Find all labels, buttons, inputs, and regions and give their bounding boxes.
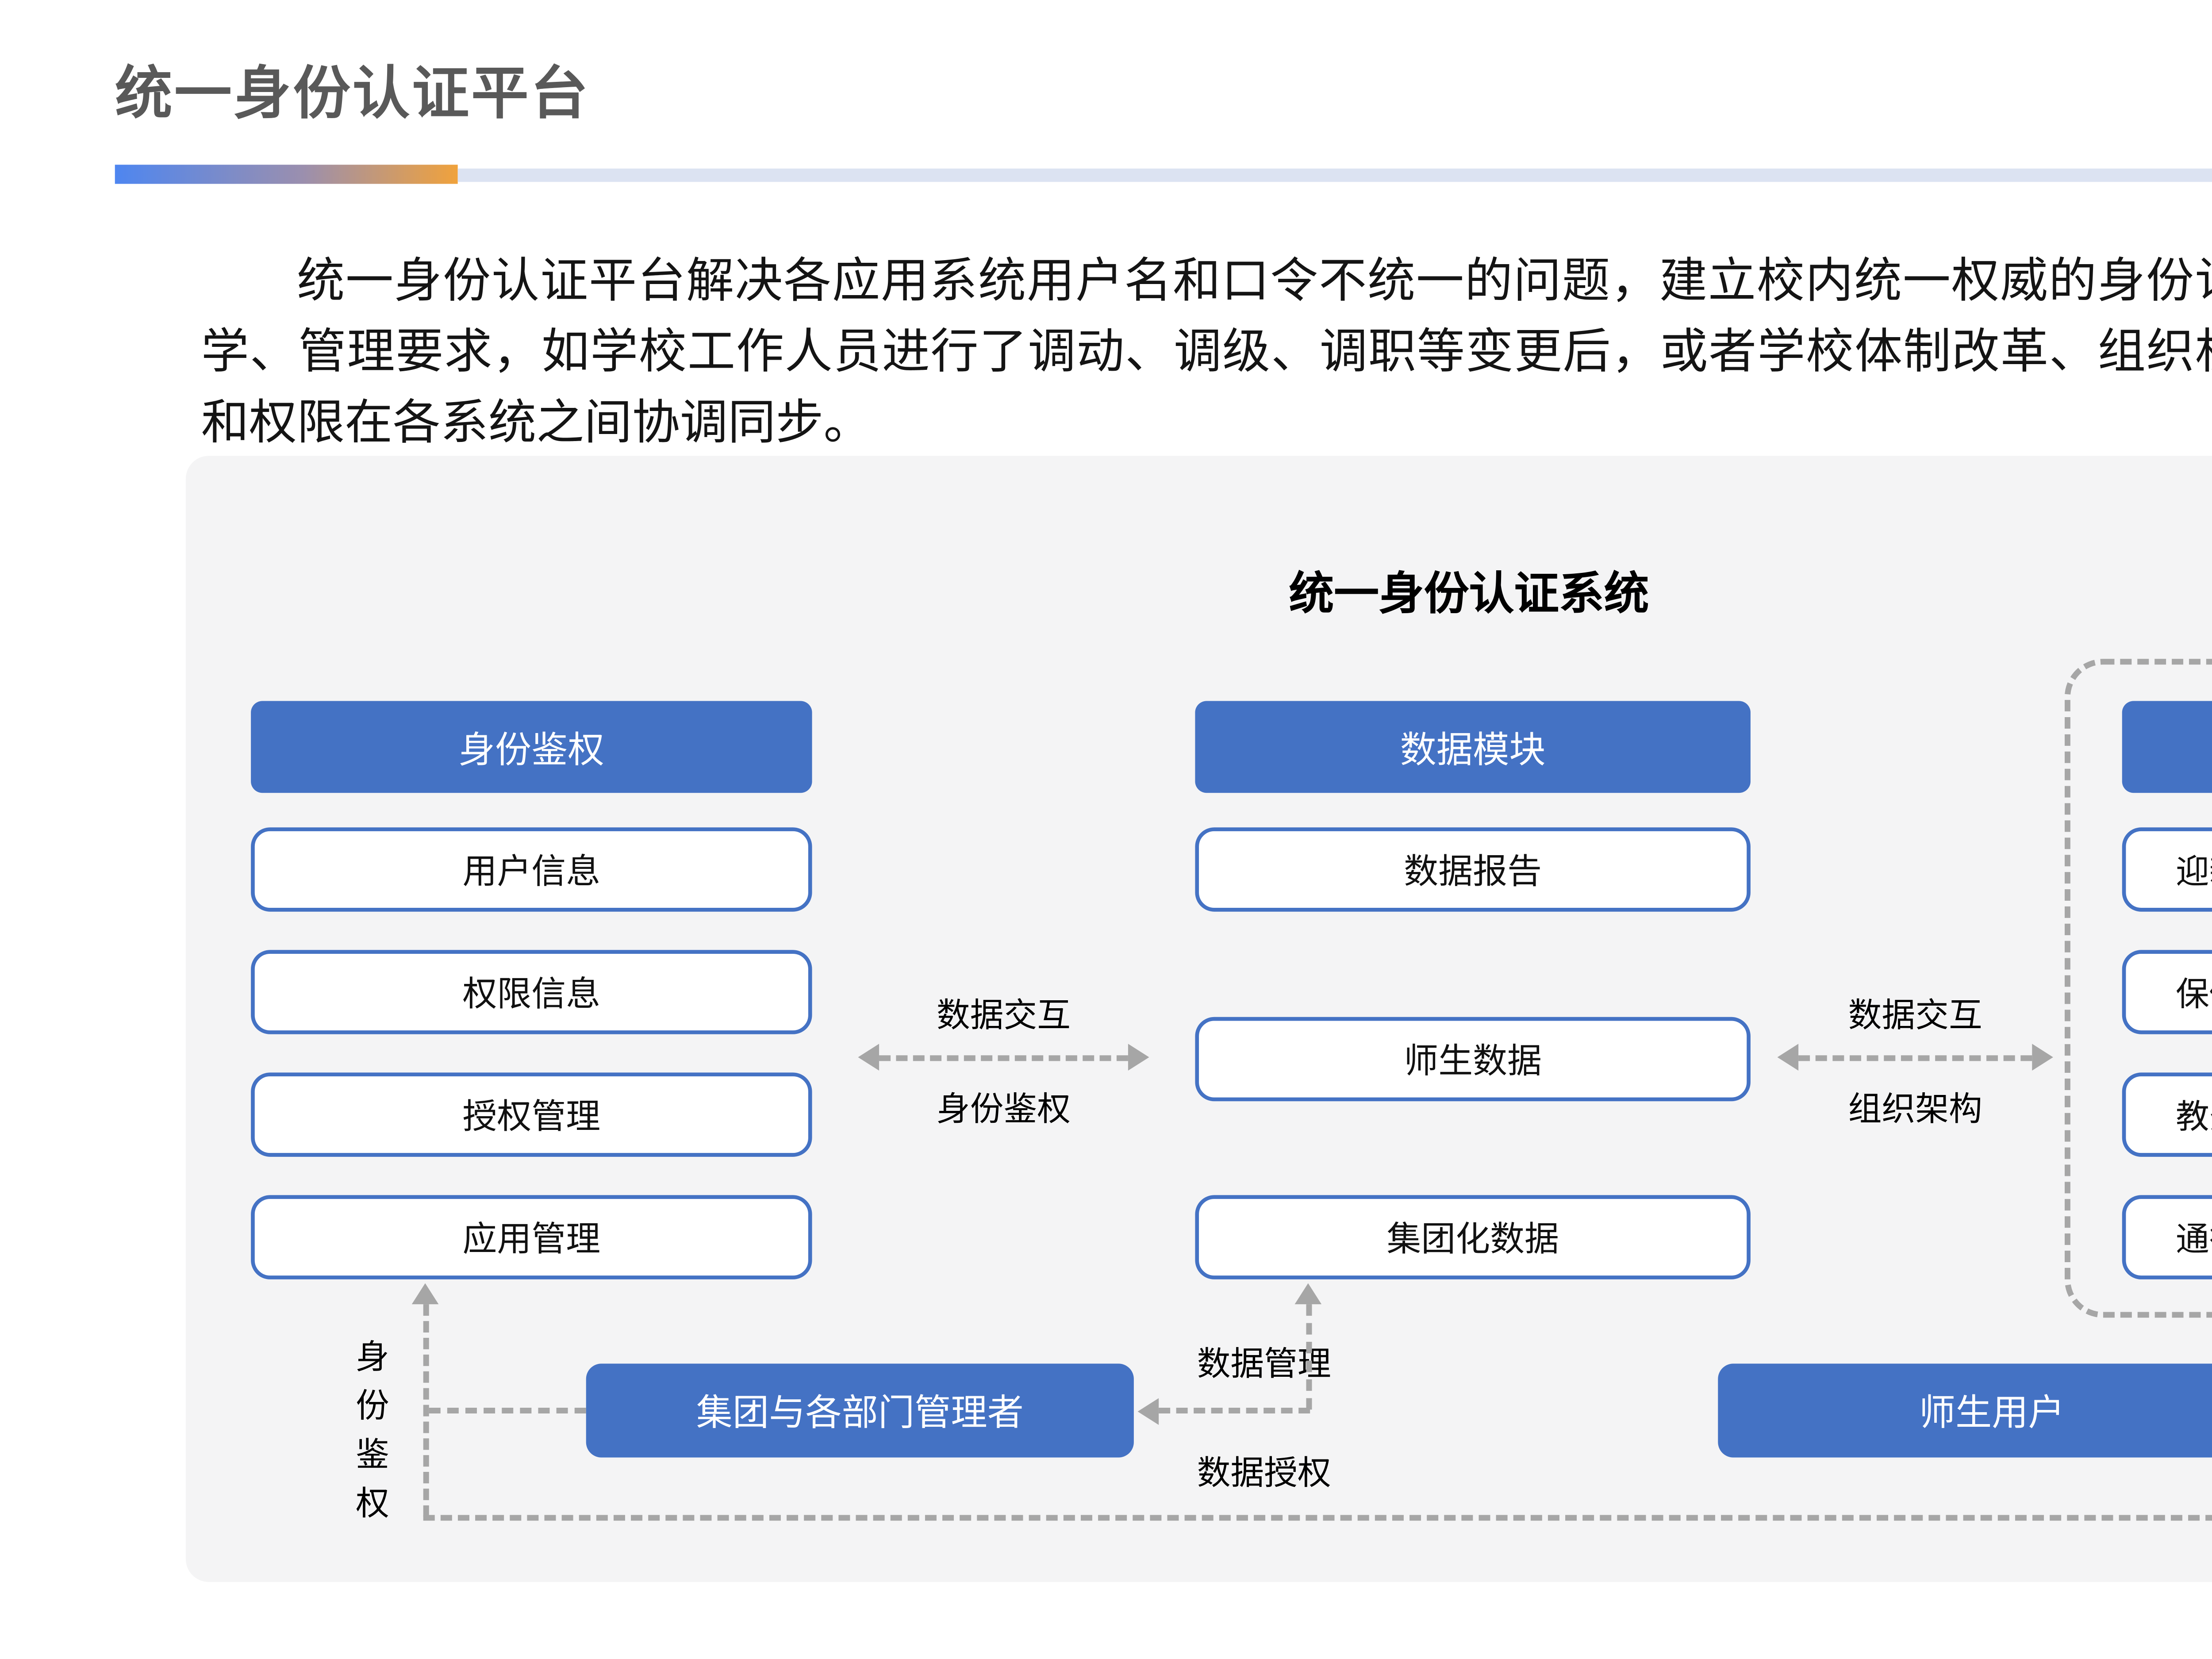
system-item-repair: 保修系统 [2122, 950, 2212, 1034]
system-item-access: 通行管理 [2122, 1195, 2212, 1279]
managers-branch-dashed-line [1159, 1406, 1310, 1413]
arrow-right-icon [2032, 1044, 2053, 1071]
intro-paragraph: 统一身份认证平台解决各应用系统用户名和口令不统一的问题，建立校内统一权威的身份认… [201, 254, 2212, 450]
left-branch-dashed-line [429, 1406, 586, 1413]
data-item-report: 数据报告 [1195, 827, 1751, 912]
data-item-teacher-student: 师生数据 [1195, 1017, 1751, 1102]
left-vertical-dashed-line [423, 1304, 429, 1517]
right-connector-bottom-label: 组织架构 [1848, 1090, 1982, 1128]
users-box: 师生用户 [1718, 1363, 2212, 1458]
left-connector-bottom-label: 身份鉴权 [936, 1090, 1071, 1128]
arrow-left-icon [858, 1044, 879, 1071]
arrow-left-icon [1137, 1397, 1159, 1424]
system-item-academic: 教务系统 [2122, 1072, 2212, 1157]
data-column-header: 数据模块 [1195, 701, 1751, 793]
managers-up-label: 数据管理 [1197, 1344, 1331, 1383]
arrow-right-icon [1128, 1044, 1149, 1071]
right-connector-dashed-line [1798, 1054, 2032, 1060]
page-title: 统一身份认证平台 [115, 63, 590, 127]
title-underline-gradient [115, 165, 458, 184]
managers-box: 集团与各部门管理者 [586, 1363, 1134, 1458]
user-mgmt-header: 用户管理 [2122, 701, 2212, 793]
left-connector-top-label: 数据交互 [936, 996, 1071, 1034]
identity-auth-vertical-label: 身份鉴权 [352, 1339, 391, 1534]
diagram-title: 统一身份认证系统 [1289, 568, 1649, 619]
arrow-up-icon [1294, 1283, 1322, 1305]
right-connector-top-label: 数据交互 [1848, 996, 1982, 1034]
managers-down-label: 数据授权 [1197, 1453, 1331, 1492]
bottom-dashed-line [423, 1514, 2212, 1520]
left-connector-dashed-line [879, 1054, 1128, 1060]
managers-vertical-dashed-line [1306, 1304, 1312, 1410]
title-underline-track [457, 168, 2212, 182]
arrow-left-icon [1777, 1044, 1799, 1071]
arrow-up-icon [411, 1283, 439, 1305]
data-item-group: 集团化数据 [1195, 1195, 1751, 1279]
auth-item-authorization-mgmt: 授权管理 [251, 1072, 812, 1157]
auth-item-user-info: 用户信息 [251, 827, 812, 912]
auth-column-header: 身份鉴权 [251, 701, 812, 793]
system-item-welcome: 迎新系统 [2122, 827, 2212, 912]
auth-item-permission-info: 权限信息 [251, 950, 812, 1034]
user-mgmt-group-border [2064, 659, 2212, 1318]
auth-item-application-mgmt: 应用管理 [251, 1195, 812, 1279]
